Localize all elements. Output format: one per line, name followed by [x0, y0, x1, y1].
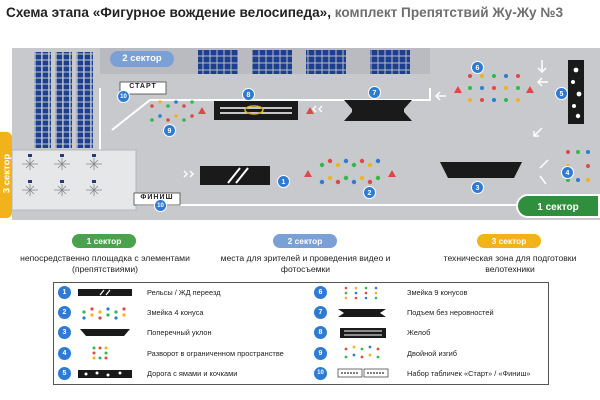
- obstacle-snake-4: [304, 158, 396, 185]
- legend-label-6: Змейка 9 конусов: [407, 288, 468, 297]
- map-marker-10a: 10: [117, 90, 130, 103]
- page-title: Схема этапа «Фигурное вождение велосипед…: [6, 5, 563, 20]
- map-marker-7: 7: [368, 86, 381, 99]
- map-sector-2-label: 2 сектор: [110, 51, 174, 67]
- direction-arrows: [434, 60, 549, 185]
- obstacle-chute: [198, 101, 314, 120]
- legend-row-2: 2 Змейка 4 конуса: [58, 306, 203, 319]
- obstacle-double-bend: [150, 100, 194, 122]
- legend-label-10: Набор табличек «Старт» / «Финиш»: [407, 369, 531, 378]
- sector-3-band: [0, 132, 12, 218]
- legend-pill-sector-1: 1 сектор: [72, 234, 136, 248]
- legend-row-4: 4 Разворот в ограниченном пространстве: [58, 347, 284, 360]
- title-main: Схема этапа «Фигурное вождение велосипед…: [6, 5, 332, 20]
- obstacle-climb: [344, 100, 412, 121]
- legend-row-8: 8 Желоб: [314, 326, 430, 339]
- obstacle-bumpy-road: [568, 60, 584, 124]
- legend-num-6: 6: [314, 286, 327, 299]
- map-marker-1: 1: [277, 175, 290, 188]
- map-marker-9: 9: [163, 124, 176, 137]
- legend-label-2: Змейка 4 конуса: [147, 308, 204, 317]
- map-marker-10b: 10: [154, 199, 167, 212]
- course-map: [0, 48, 600, 220]
- legend-label-1: Рельсы / ЖД переезд: [147, 288, 221, 297]
- obstacle-rails: [200, 166, 270, 185]
- direction-chevrons: [183, 105, 323, 178]
- legend-num-9: 9: [314, 347, 327, 360]
- legend-row-6: 6 Змейка 9 конусов: [314, 286, 467, 299]
- legend-num-10: 10: [314, 367, 327, 380]
- map-marker-5: 5: [555, 87, 568, 100]
- legend-num-5: 5: [58, 367, 71, 380]
- obstacle-snake-9: [454, 74, 534, 102]
- map-marker-8: 8: [242, 88, 255, 101]
- legend-label-5: Дорога с ямами и кочками: [147, 369, 238, 378]
- legend-caption-sector-3: техническая зона для подготовки велотехн…: [443, 253, 577, 274]
- legend-num-2: 2: [58, 306, 71, 319]
- stand-top: [198, 50, 410, 74]
- legend-num-3: 3: [58, 326, 71, 339]
- sign-finish: ФИНИШ: [140, 194, 174, 201]
- stand-left: [34, 52, 93, 148]
- legend-pill-sector-2: 2 сектор: [273, 234, 337, 248]
- legend-num-7: 7: [314, 306, 327, 319]
- map-marker-4: 4: [561, 166, 574, 179]
- map-sector-1-label: 1 сектор: [516, 194, 600, 218]
- legend-row-7: 7 Подъем без неровностей: [314, 306, 494, 319]
- legend-label-7: Подъем без неровностей: [407, 308, 494, 317]
- legend-row-5: 5 Дорога с ямами и кочками: [58, 367, 237, 380]
- map-marker-3: 3: [471, 181, 484, 194]
- sign-start: СТАРТ: [129, 83, 157, 90]
- obstacle-legend: [53, 282, 549, 385]
- legend-row-1: 1 Рельсы / ЖД переезд: [58, 286, 221, 299]
- tech-zone: [11, 149, 137, 211]
- legend-num-4: 4: [58, 347, 71, 360]
- legend-num-1: 1: [58, 286, 71, 299]
- legend-row-3: 3 Поперечный уклон: [58, 326, 212, 339]
- legend-caption-sector-1: непосредственно площадка с элементами (п…: [20, 253, 190, 274]
- obstacle-slope: [440, 162, 522, 178]
- legend-row-9: 9 Двойной изгиб: [314, 347, 457, 360]
- map-marker-2: 2: [363, 186, 376, 199]
- legend-label-4: Разворот в ограниченном пространстве: [147, 349, 284, 358]
- legend-pill-sector-3: 3 сектор: [477, 234, 541, 248]
- map-marker-6: 6: [471, 61, 484, 74]
- map-sector-3-label: 3 сектор: [1, 153, 13, 194]
- legend-label-8: Желоб: [407, 328, 431, 337]
- legend-label-9: Двойной изгиб: [407, 349, 458, 358]
- legend-label-3: Поперечный уклон: [147, 328, 212, 337]
- title-sub: комплект Препятствий Жу-Жу №3: [331, 5, 564, 20]
- legend-caption-sector-2: места для зрителей и проведения видео и …: [220, 253, 391, 274]
- legend-num-8: 8: [314, 326, 327, 339]
- legend-row-10: 10 Набор табличек «Старт» / «Финиш»: [314, 367, 531, 380]
